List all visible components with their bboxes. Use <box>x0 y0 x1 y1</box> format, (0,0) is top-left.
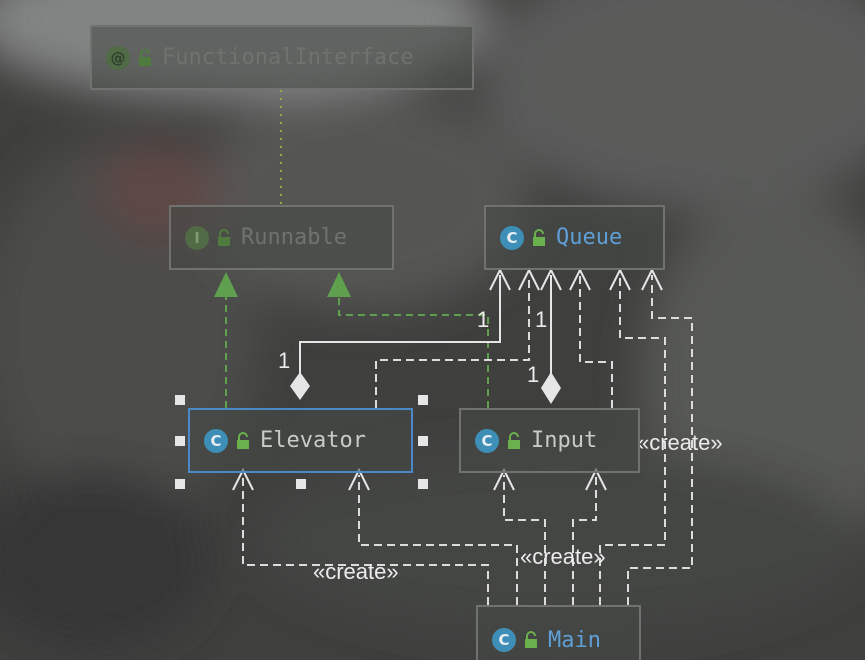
public-lock-icon <box>138 48 152 67</box>
create-label-elevator: «create» <box>313 559 399 584</box>
class-badge-icon: C <box>492 628 516 652</box>
resize-handle-ne[interactable] <box>418 395 428 405</box>
edge-main-uses-elevator <box>358 475 518 605</box>
multiplicity-queue-input: 1 <box>535 307 548 332</box>
inheritance-arrowhead-input <box>327 272 351 297</box>
public-lock-icon <box>236 431 250 450</box>
create-label-input: «create» <box>637 430 723 455</box>
resize-handle-se[interactable] <box>418 479 428 489</box>
node-label: FunctionalInterface <box>162 45 414 70</box>
edge-input-uses-queue <box>579 275 613 408</box>
arrowhead-queue-1 <box>489 267 511 291</box>
edge-main-creates-elevator <box>242 475 489 605</box>
edge-main-uses-queue <box>599 275 666 605</box>
resize-handle-sw[interactable] <box>175 479 185 489</box>
annotation-badge-icon: @ <box>106 45 130 70</box>
edge-elevator-uses-queue <box>375 275 530 408</box>
multiplicity-input-queue: 1 <box>527 362 540 387</box>
node-elevator[interactable]: C Elevator <box>188 408 413 473</box>
inheritance-arrowhead-elevator <box>214 272 238 297</box>
node-label: Input <box>531 428 598 453</box>
arrowhead-queue-6 <box>641 267 663 291</box>
public-lock-icon <box>507 431 521 450</box>
node-label: Elevator <box>260 428 366 453</box>
resize-handle-e[interactable] <box>418 436 428 446</box>
class-badge-icon: C <box>475 428 499 453</box>
arrowhead-queue-3 <box>540 267 562 291</box>
interface-badge-icon: I <box>185 225 209 250</box>
resize-handle-s[interactable] <box>296 479 306 489</box>
class-badge-icon: C <box>500 225 524 250</box>
node-input[interactable]: C Input <box>459 408 640 473</box>
multiplicity-elevator-queue: 1 <box>278 348 291 373</box>
create-label-queue: «create» <box>520 544 606 569</box>
arrowhead-queue-4 <box>569 267 591 291</box>
edge-main-creates-input <box>503 475 546 605</box>
edge-elevator-queue-association <box>299 275 501 380</box>
public-lock-icon <box>532 228 546 247</box>
node-runnable[interactable]: I Runnable <box>169 205 394 270</box>
public-lock-icon <box>524 631 538 649</box>
edge-input-implements-runnable <box>338 295 489 408</box>
node-label: Queue <box>556 225 623 250</box>
resize-handle-w[interactable] <box>175 436 185 446</box>
node-main[interactable]: C Main <box>476 605 641 660</box>
aggregation-diamond-input <box>541 372 561 404</box>
arrowhead-queue-5 <box>609 267 631 291</box>
edge-main-uses-input <box>572 475 597 605</box>
multiplicity-queue-elevator: 1 <box>477 307 490 332</box>
edge-main-creates-queue <box>627 275 693 605</box>
node-label: Runnable <box>241 225 347 250</box>
node-label: Main <box>548 627 601 653</box>
resize-handle-nw[interactable] <box>175 395 185 405</box>
node-functional-interface[interactable]: @ FunctionalInterface <box>90 25 474 90</box>
node-queue[interactable]: C Queue <box>484 205 665 270</box>
public-lock-icon <box>217 228 231 247</box>
aggregation-diamond-elevator <box>290 372 310 400</box>
class-badge-icon: C <box>204 428 228 453</box>
arrowhead-queue-2 <box>518 267 540 291</box>
